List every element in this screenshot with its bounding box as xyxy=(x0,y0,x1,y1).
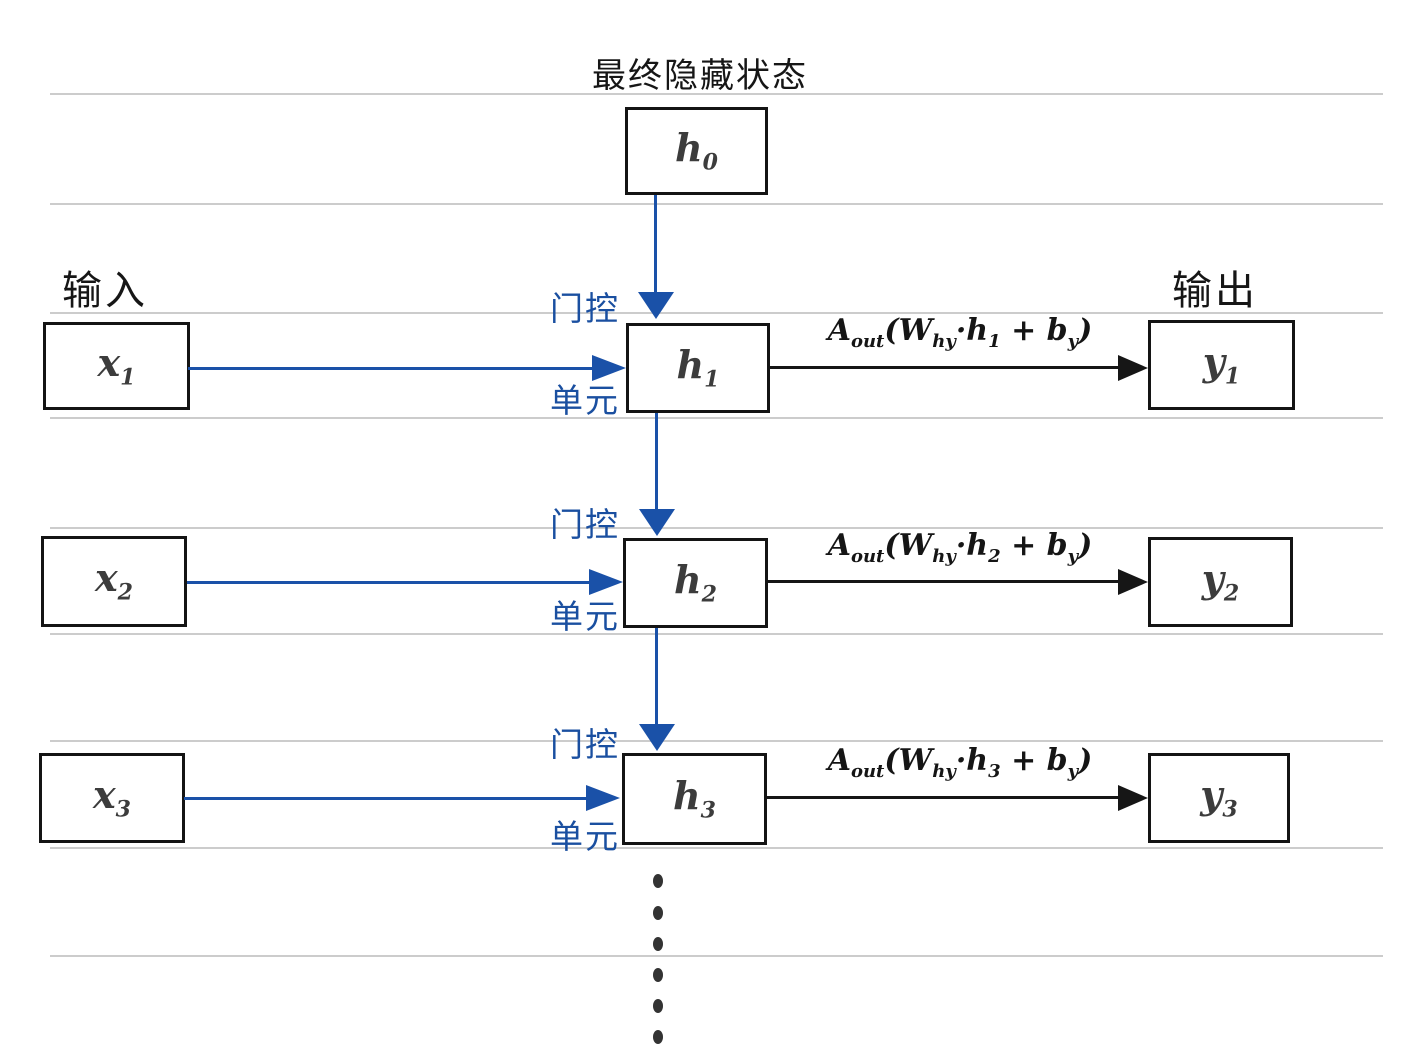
ellipsis-dot xyxy=(653,999,663,1013)
node-y3-label: y3 xyxy=(1200,771,1238,823)
gate-unit-label-line2: 单元 xyxy=(550,598,620,635)
gate-unit-label-2: 门控 单元 xyxy=(550,456,620,640)
node-y1: y1 xyxy=(1148,320,1295,410)
ruled-line xyxy=(50,847,1383,849)
node-x2: x2 xyxy=(41,536,187,627)
ellipsis-dot xyxy=(653,874,663,888)
output-column-label: 输出 xyxy=(1172,269,1258,313)
node-y2-label: y2 xyxy=(1201,555,1240,607)
node-x2-label: x2 xyxy=(95,555,133,606)
output-formula-2: Aout(Why·h2 + by) xyxy=(827,528,1093,567)
gate-unit-label-line1: 门控 xyxy=(550,290,620,327)
ruled-line xyxy=(50,633,1383,635)
arrowhead-h1-y1 xyxy=(1118,355,1148,381)
arrowhead-h2-h3 xyxy=(639,724,675,751)
ellipsis-dot xyxy=(653,1030,663,1044)
arrowhead-x3-h3 xyxy=(586,785,620,811)
output-formula-3: Aout(Why·h3 + by) xyxy=(827,743,1093,782)
arrow-h2-h3 xyxy=(655,628,658,724)
ellipsis-dot xyxy=(653,968,663,982)
node-x1-label: x1 xyxy=(97,339,136,391)
node-h0-label: h0 xyxy=(675,124,718,176)
ruled-line xyxy=(50,203,1383,205)
node-y1-label: y1 xyxy=(1202,338,1241,390)
ellipsis-dot xyxy=(653,937,663,951)
final-hidden-state-title: 最终隐藏状态 xyxy=(592,57,808,95)
gate-unit-label-line1: 门控 xyxy=(550,506,620,543)
node-h2: h2 xyxy=(623,538,768,628)
arrowhead-h2-y2 xyxy=(1118,569,1148,595)
arrow-x1-h1 xyxy=(188,367,594,370)
node-x1: x1 xyxy=(43,322,190,410)
ruled-line xyxy=(50,417,1383,419)
ruled-line xyxy=(50,740,1383,742)
node-y2: y2 xyxy=(1148,537,1293,627)
arrowhead-h3-y3 xyxy=(1118,785,1148,811)
gate-unit-label-line2: 单元 xyxy=(550,382,620,419)
ruled-line xyxy=(50,312,1383,314)
arrow-x2-h2 xyxy=(187,581,591,584)
arrow-h0-h1 xyxy=(654,195,657,292)
arrow-h1-h2 xyxy=(655,413,658,509)
arrow-h3-y3 xyxy=(767,796,1120,799)
arrow-h1-y1 xyxy=(770,366,1120,369)
arrow-x3-h3 xyxy=(184,797,588,800)
ellipsis-dot xyxy=(653,906,663,920)
gate-unit-label-line1: 门控 xyxy=(550,726,620,763)
node-h0: h0 xyxy=(625,107,768,195)
node-x3: x3 xyxy=(39,753,185,843)
arrowhead-h1-h2 xyxy=(639,509,675,536)
output-formula-1: Aout(Why·h1 + by) xyxy=(827,313,1093,352)
ruled-line xyxy=(50,527,1383,529)
input-column-label: 输入 xyxy=(62,269,148,313)
node-h2-label: h2 xyxy=(674,556,717,608)
node-x3-label: x3 xyxy=(93,771,131,823)
arrowhead-x2-h2 xyxy=(589,569,623,595)
gate-unit-label-3: 门控 单元 xyxy=(550,676,620,860)
arrowhead-x1-h1 xyxy=(592,355,626,381)
arrowhead-h0-h1 xyxy=(638,292,674,319)
node-h3-label: h3 xyxy=(673,772,716,824)
node-h3: h3 xyxy=(622,753,767,845)
ruled-line xyxy=(50,93,1383,95)
arrow-h2-y2 xyxy=(768,580,1120,583)
gate-unit-label-1: 门控 单元 xyxy=(550,240,620,424)
node-h1-label: h1 xyxy=(676,341,720,393)
node-y3: y3 xyxy=(1148,753,1290,843)
node-h1: h1 xyxy=(626,323,770,413)
ruled-line xyxy=(50,955,1383,957)
gate-unit-label-line2: 单元 xyxy=(550,818,620,855)
